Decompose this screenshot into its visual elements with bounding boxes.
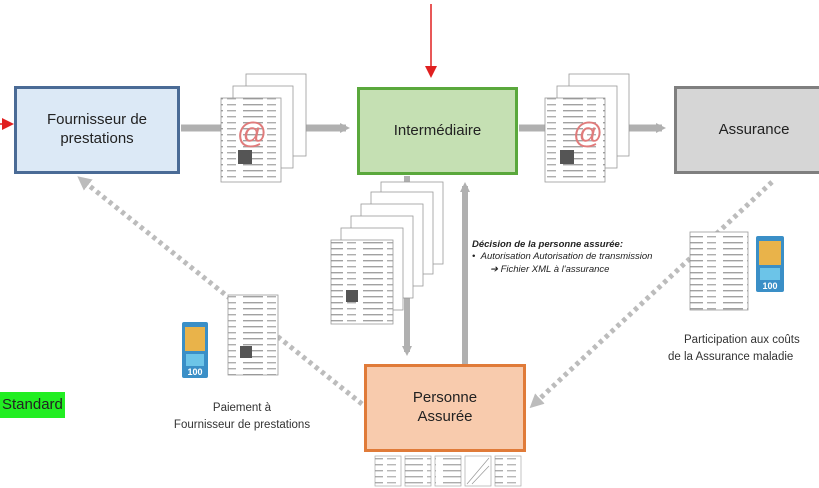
banknote-icon	[756, 236, 784, 292]
email-icon: @	[237, 117, 267, 150]
decision-title: Décision de la personne assurée:	[472, 239, 624, 250]
node-assurance: Assurance	[674, 86, 819, 174]
node-personne-assuree: Personne Assurée	[364, 364, 526, 452]
node-intermediaire: Intermédiaire	[357, 87, 518, 175]
dotted-arrow-personne-to-fournisseur	[77, 176, 364, 406]
arrow-right-icon: ➔	[490, 263, 498, 275]
standard-label: Standard	[0, 392, 65, 418]
caption-participation: Participation aux coûts de la Assurance …	[668, 332, 819, 365]
node-label: Personne Assurée	[412, 389, 478, 425]
decision-note: Décision de la personne assurée: • Autor…	[472, 239, 652, 276]
caption-paiement: Paiement à Fournisseur de prestations	[158, 400, 326, 433]
banknote-icon	[182, 322, 208, 378]
bullet-icon: •	[472, 251, 481, 263]
document-stack-invoice-2	[544, 73, 630, 183]
caption-line: Paiement à	[212, 402, 272, 414]
banknote-value: 100	[187, 367, 202, 377]
banknote-value: 100	[762, 281, 777, 291]
dotted-arrow-assurance-to-personne	[529, 180, 774, 409]
document-stack-invoice-1	[220, 73, 307, 183]
document-thumbnails	[374, 455, 522, 487]
node-label: Intermédiaire	[393, 121, 482, 139]
decision-bullet-2: Fichier XML à l'assurance	[500, 263, 610, 275]
document-cascade	[330, 181, 444, 325]
node-label: Fournisseur de prestations	[46, 111, 148, 147]
caption-line: de la Assurance maladie	[668, 350, 794, 363]
decision-bullet-1: Autorisation Autorisation de transmissio…	[480, 251, 653, 263]
node-fournisseur-de-prestations: Fournisseur de prestations	[14, 86, 180, 174]
node-label: Assurance	[718, 120, 790, 138]
email-icon: @	[573, 117, 603, 150]
caption-line: Participation aux coûts	[684, 334, 800, 346]
caption-line: Fournisseur de prestations	[173, 418, 311, 431]
document-payment-slip	[227, 294, 279, 376]
document-insurance-statement	[689, 231, 749, 311]
